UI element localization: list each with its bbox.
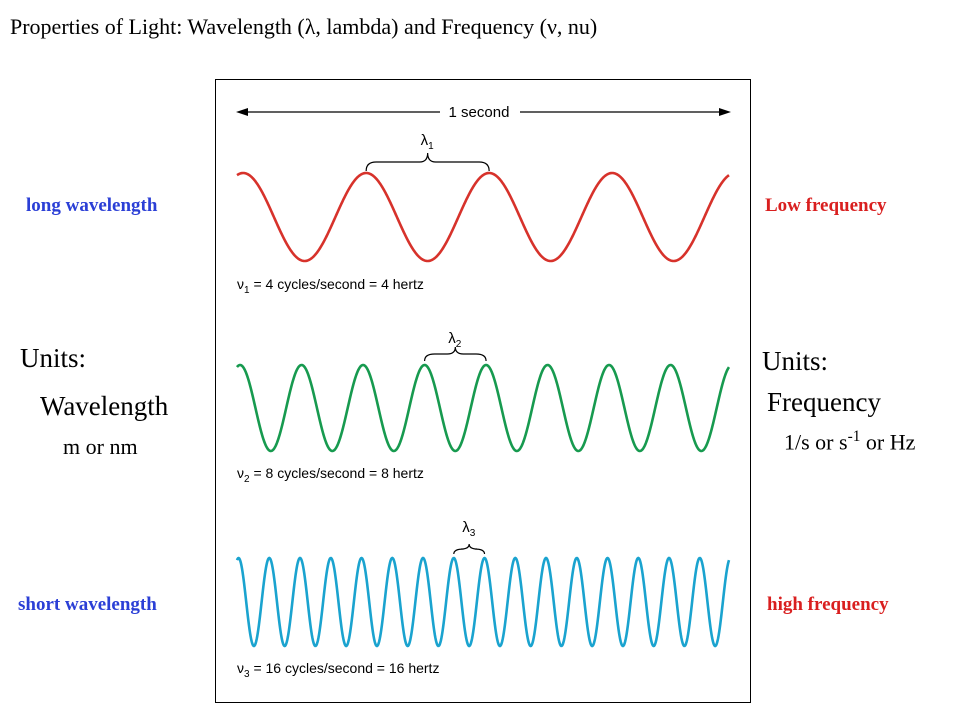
diagram-frame <box>215 79 751 703</box>
lambda-2-label: λ2 <box>448 330 462 350</box>
low-frequency-label: Low frequency <box>765 195 887 216</box>
wavelength-unit-value: m or nm <box>63 434 138 459</box>
wavelength-brace-2 <box>423 346 487 362</box>
wavelength-brace-1 <box>365 152 490 172</box>
frequency-caption-2: ν2 = 8 cycles/second = 8 hertz <box>237 465 424 485</box>
wave-short <box>235 556 731 648</box>
wave-medium <box>235 363 731 453</box>
frequency-units-heading: Units: <box>762 346 829 376</box>
frequency-unit-value: 1/s or s-1 or Hz <box>784 428 916 455</box>
high-frequency-label: high frequency <box>767 594 889 615</box>
lambda-1-label: λ1 <box>421 132 435 152</box>
time-span-arrow <box>236 108 731 116</box>
frequency-caption-3: ν3 = 16 cycles/second = 16 hertz <box>237 660 439 680</box>
wave-long <box>236 171 730 263</box>
lambda-3-label: λ3 <box>462 519 476 539</box>
frequency-caption-1: ν1 = 4 cycles/second = 4 hertz <box>237 276 424 296</box>
wavelength-brace-3 <box>453 543 486 555</box>
page-title: Properties of Light: Wavelength (λ, lamb… <box>10 14 598 39</box>
long-wavelength-label: long wavelength <box>26 195 158 216</box>
wavelength-unit-name: Wavelength <box>40 391 169 421</box>
wavelength-units-heading: Units: <box>20 343 87 373</box>
short-wavelength-label: short wavelength <box>18 594 157 615</box>
frequency-unit-name: Frequency <box>767 387 881 417</box>
time-span-label: 1 second <box>449 104 510 121</box>
